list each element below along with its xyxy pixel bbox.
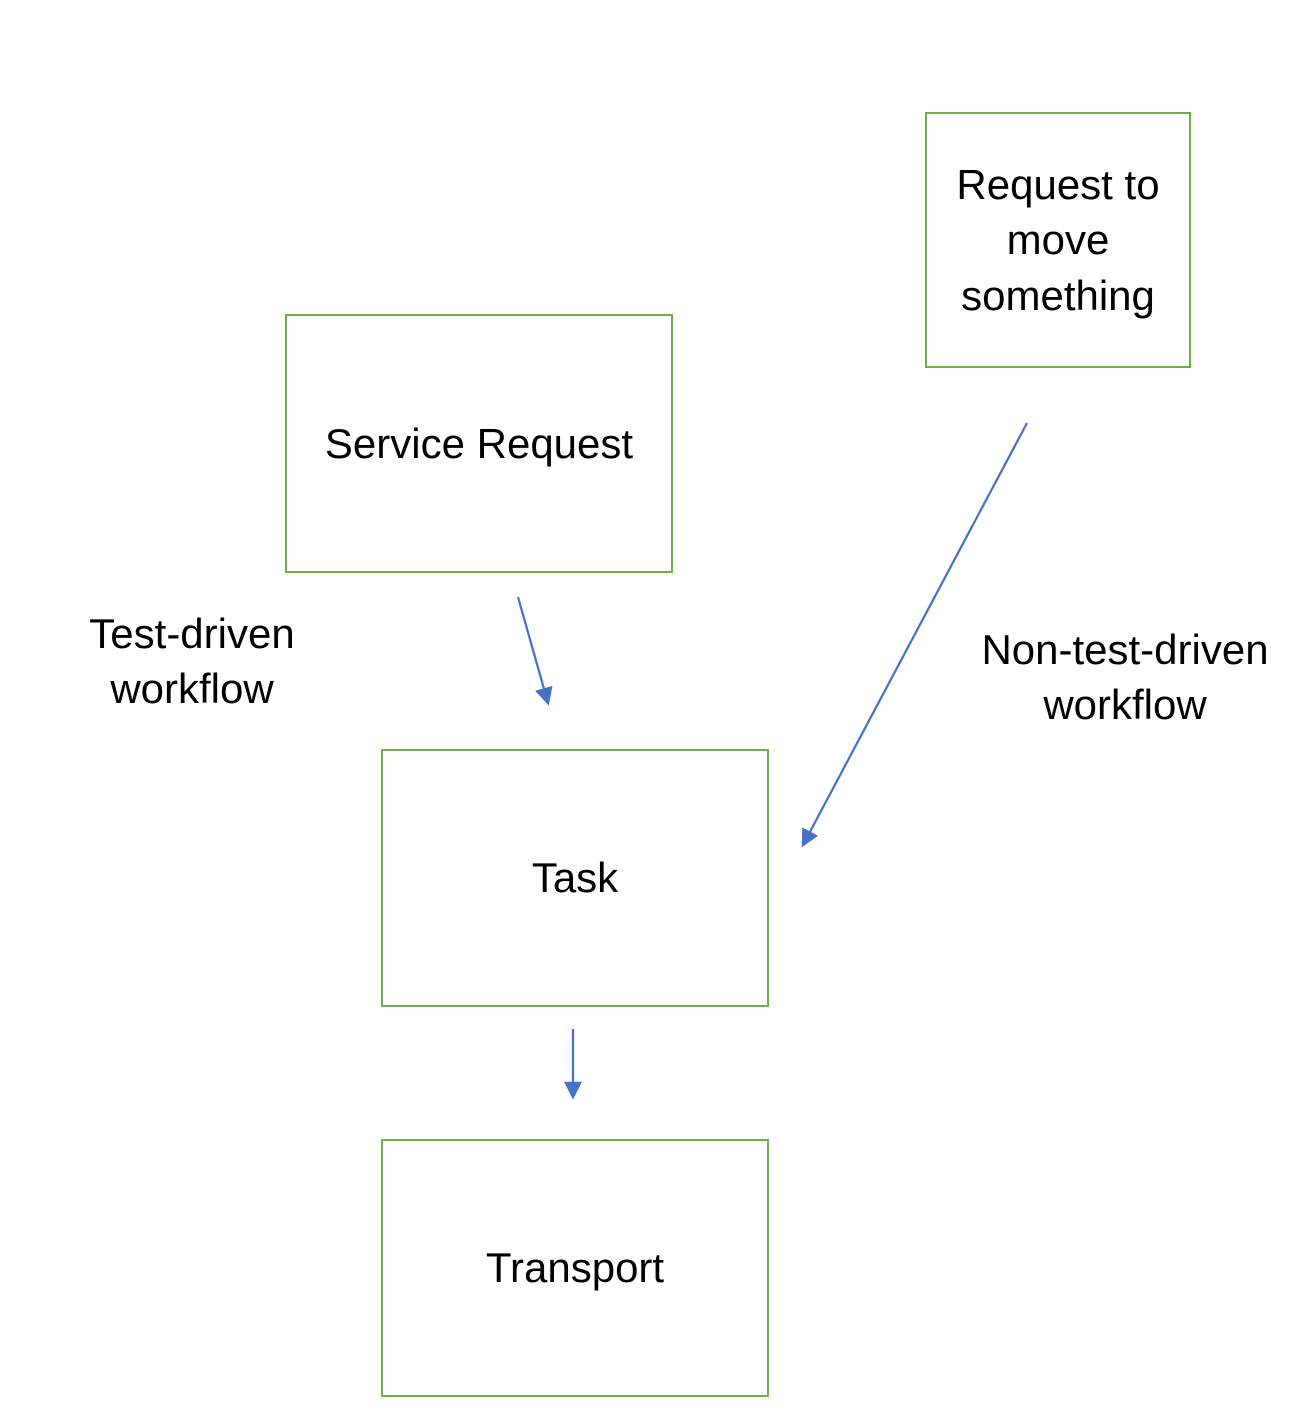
label-test-driven-workflow: Test-driven workflow [89,610,295,713]
node-request-to-move-something[interactable]: Request to move something [925,112,1191,368]
node-transport[interactable]: Transport [381,1139,769,1397]
edge-service-request-to-task [516,596,553,706]
node-service-request[interactable]: Service Request [285,314,673,573]
node-label: Request to move something [956,160,1160,319]
node-label: Transport [485,1244,665,1292]
label-non-test-driven-workflow: Non-test-driven workflow [981,626,1269,729]
node-label: Service Request [324,419,634,467]
node-task[interactable]: Task [381,749,769,1007]
node-label: Task [531,854,619,902]
